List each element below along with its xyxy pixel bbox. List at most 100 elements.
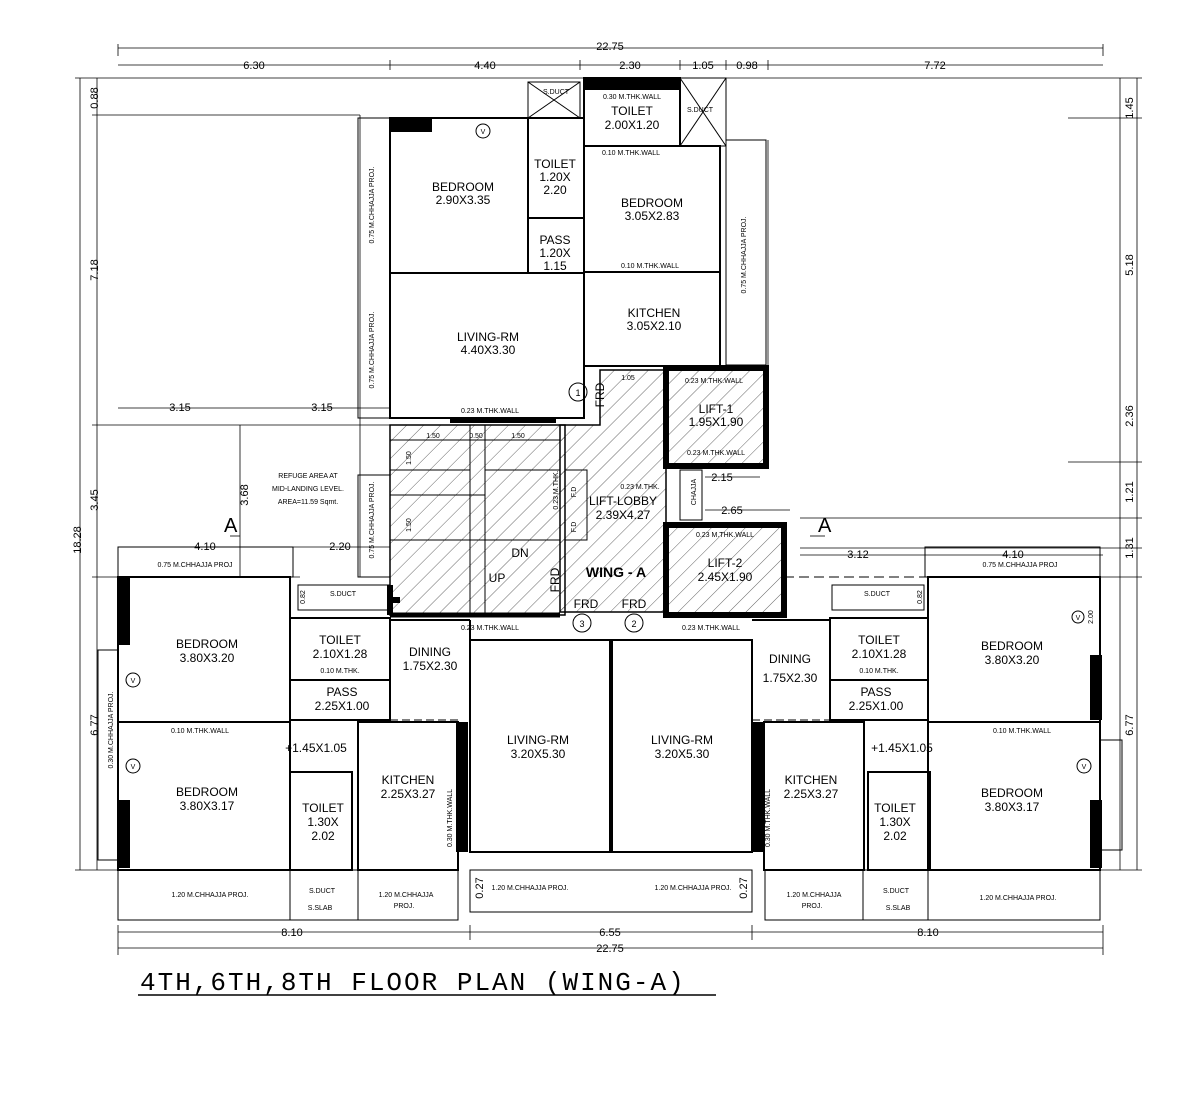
dim-top-seg: 7.72: [924, 60, 945, 72]
room-name: TOILET: [319, 633, 361, 647]
dim-mid: 3.68: [239, 484, 251, 505]
room-size: 1.20X: [539, 246, 570, 260]
core: [387, 365, 787, 618]
note: 1.20 M.CHHAJJA PROJ.: [491, 885, 568, 892]
note: 1.20 M.CHHAJJA PROJ.: [171, 892, 248, 899]
room-name: LIVING-RM: [507, 733, 569, 747]
note: 0.75 M.CHHAJJA PROJ.: [741, 216, 748, 293]
room-size: 3.80X3.20: [180, 651, 235, 665]
note: S.DUCT: [687, 107, 714, 114]
room-name: TOILET: [858, 633, 900, 647]
dim-right: 1.21: [1124, 481, 1136, 502]
section-mark-a: A: [224, 515, 238, 537]
dim-mid: 3.15: [169, 402, 190, 414]
room-size: 1.15: [543, 259, 567, 273]
room-name: LIVING-RM: [457, 330, 519, 344]
dim-right: 1.45: [1124, 97, 1136, 118]
room-size: 3.05X2.10: [627, 319, 682, 333]
dim-top-seg: 4.40: [474, 60, 495, 72]
refuge-note: AREA=11.59 Sqmt.: [278, 499, 338, 506]
room-size: 3.80X3.17: [180, 799, 235, 813]
room-name: LIFT-LOBBY: [589, 494, 657, 508]
note: S.SLAB: [886, 905, 911, 912]
stair-dim: 1.50: [511, 433, 525, 440]
vent-symbol: [1076, 758, 1092, 774]
dim-small: 0.27: [474, 877, 486, 898]
note: 1.20 M.CHHAJJA: [379, 892, 434, 899]
marker-label: 3: [579, 619, 584, 629]
note: 0.23 M.THK.WALL: [696, 532, 754, 539]
note: 0.10 M.THK.WALL: [621, 263, 679, 270]
note: 0.30 M.THK.WALL: [603, 94, 661, 101]
dim-left: 3.45: [89, 489, 101, 510]
room-size: 1.30X: [879, 815, 910, 829]
lift-1-shaft: [663, 365, 769, 469]
marker-circle: [624, 613, 644, 633]
vent-symbol: [1071, 610, 1085, 624]
note: 1.20 M.CHHAJJA: [787, 892, 842, 899]
dim-top-total: 22.75: [596, 41, 624, 53]
chajja-label: CHAJJA: [691, 478, 698, 505]
section-markers: A A: [224, 515, 832, 537]
dim-left: 0.88: [89, 87, 101, 108]
core-labels: LIFT-1 1.95X1.90 LIFT-2 2.45X1.90 LIFT-L…: [272, 375, 754, 633]
room-name: BEDROOM: [621, 196, 683, 210]
dim-right: 5.18: [1124, 254, 1136, 275]
room-size: 2.20: [543, 183, 567, 197]
dim-left: 7.18: [89, 259, 101, 280]
section-mark-a: A: [818, 515, 832, 537]
room-size: 1.75X2.30: [403, 659, 458, 673]
dim-right: 1.31: [1124, 537, 1136, 558]
note: S.DUCT: [309, 888, 336, 895]
room-name: BEDROOM: [981, 786, 1043, 800]
dim-top-seg: 1.05: [692, 60, 713, 72]
vent-label: V: [131, 764, 136, 771]
note: 0.10 M.THK.WALL: [993, 728, 1051, 735]
room-size: 2.39X4.27: [596, 508, 651, 522]
room-size: 2.25X3.27: [784, 787, 839, 801]
marker-circle: [568, 382, 588, 402]
room-name: DINING: [409, 645, 451, 659]
note: 0.23 M.THK.: [553, 470, 560, 509]
room-name: BEDROOM: [176, 637, 238, 651]
dim-top-seg: 2.30: [619, 60, 640, 72]
room-name: BEDROOM: [176, 785, 238, 799]
room-name: BEDROOM: [981, 639, 1043, 653]
dim-mid: 4.10: [1002, 549, 1023, 561]
dim-mid: 3.12: [847, 549, 868, 561]
room-size: 2.02: [883, 829, 907, 843]
room-name: LIVING-RM: [651, 733, 713, 747]
stair-dim: 1.50: [406, 518, 413, 532]
note: 0.30 M.CHHAJJA PROJ.: [108, 691, 115, 768]
dim-lift: 2.15: [711, 472, 732, 484]
room-size: 3.80X3.17: [985, 800, 1040, 814]
note: 1.20 M.CHHAJJA PROJ.: [979, 895, 1056, 902]
room-name: TOILET: [534, 157, 576, 171]
dim-bottom: 8.10: [281, 927, 302, 939]
stair-dim: 1.50: [406, 451, 413, 465]
room-name: BEDROOM: [432, 180, 494, 194]
wing-label: WING - A: [586, 564, 646, 580]
note: 0.10 M.THK.WALL: [602, 150, 660, 157]
vent-label: V: [1076, 615, 1081, 622]
frd-label: FRD: [548, 567, 562, 592]
dim-left: 6.77: [89, 714, 101, 735]
room-size: 3.80X3.20: [985, 653, 1040, 667]
refuge-note: REFUGE AREA AT: [278, 473, 338, 480]
room-name: PASS: [326, 685, 357, 699]
room-extra: +1.45X1.05: [871, 741, 933, 755]
room-size: 2.02: [311, 829, 335, 843]
room-size: 2.90X3.35: [436, 193, 491, 207]
dim-right: 6.77: [1124, 714, 1136, 735]
note: 0.23 M.THK.WALL: [687, 450, 745, 457]
vent-label: V: [481, 129, 486, 136]
left-unit: [117, 576, 611, 871]
room-name: LIFT-1: [699, 402, 734, 416]
note: S.SLAB: [308, 905, 333, 912]
room-name: DINING: [769, 652, 811, 666]
staircase: [389, 424, 566, 616]
room-size: 2.45X1.90: [698, 570, 753, 584]
room-name: PASS: [539, 233, 570, 247]
stair-dim: 0.50: [469, 433, 483, 440]
stair-dn: DN: [511, 546, 528, 560]
